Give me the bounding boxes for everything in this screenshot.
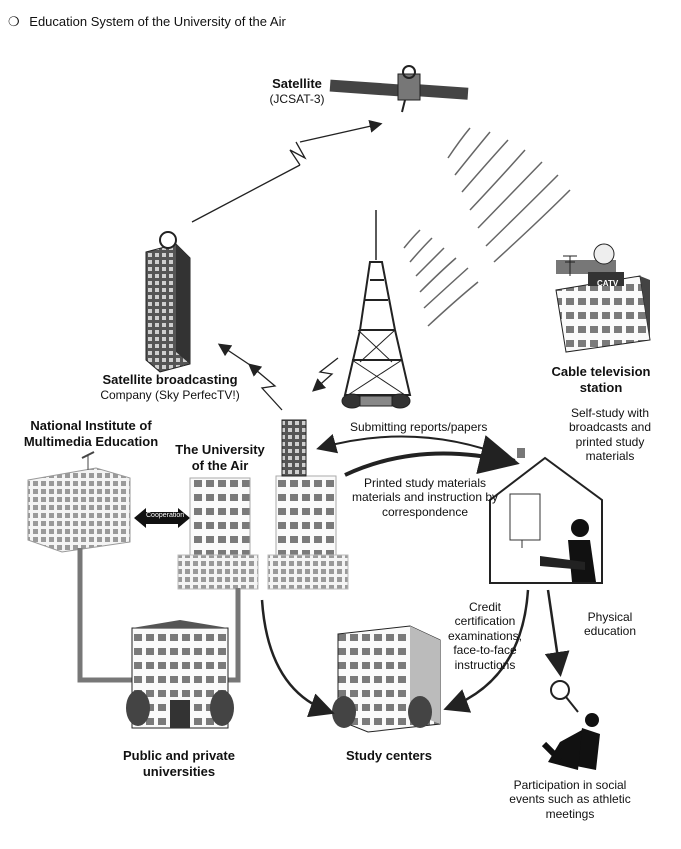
- credit-label: Credit certification examinations, face-…: [440, 600, 530, 672]
- university-buildings-icon: [177, 419, 349, 590]
- nime-building-icon: [27, 451, 131, 553]
- printed-line1: Printed study materials: [363, 476, 487, 490]
- credit-line2: certification: [454, 614, 516, 629]
- nime-line2: Multimedia Education: [23, 433, 159, 449]
- broadcast-waves-icon: [403, 127, 571, 327]
- submitting-label: Submitting reports/papers: [350, 420, 488, 434]
- cooperation-label: Cooperation: [146, 512, 185, 519]
- broadcasting-building-icon: [145, 231, 191, 373]
- diagram-title: ❍ Education System of the University of …: [8, 14, 286, 30]
- study-center-arrows: [260, 589, 570, 718]
- participation-label: Participation in social events such as a…: [490, 778, 650, 821]
- participation-line1: Participation in social: [513, 778, 627, 792]
- participation-line3: meetings: [545, 806, 595, 821]
- participation-line2: events such as athletic: [509, 792, 631, 807]
- athlete-icon: [541, 680, 600, 770]
- self-study-line2: broadcasts and: [568, 420, 652, 435]
- home-icon: [489, 448, 603, 584]
- public-private-university-icon: [126, 620, 234, 729]
- satellite-name: Satellite: [272, 76, 322, 91]
- self-study-line1: Self-study with: [570, 406, 650, 420]
- credit-line4: face-to-face: [453, 643, 517, 658]
- catv-sign: CATV: [597, 279, 619, 288]
- cable-tv-label: Cable television station: [538, 364, 664, 395]
- printed-label: Printed study materials materials and in…: [350, 476, 500, 519]
- study-centers-label: Study centers: [346, 748, 432, 763]
- printed-line3: correspondence: [381, 504, 469, 519]
- university-label: The University of the Air: [170, 442, 270, 473]
- satellite-icon: [329, 65, 469, 113]
- cable-tv-line1: Cable television: [551, 364, 651, 379]
- tower-signal-arrow: [217, 343, 339, 411]
- cable-tv-line2: station: [579, 379, 623, 395]
- credit-line3: examinations,: [447, 628, 523, 643]
- broadcasting-name: Satellite broadcasting: [102, 372, 238, 387]
- public-private-line1: Public and private: [123, 748, 235, 763]
- title-text: Education System of the University of th…: [29, 14, 286, 29]
- physical-line1: Physical: [587, 610, 633, 624]
- physical-label: Physical education: [570, 610, 650, 639]
- transmission-tower-icon: [341, 210, 412, 409]
- correspondence-arrows: [316, 434, 520, 477]
- self-study-line4: materials: [585, 449, 635, 464]
- satellite-label: Satellite (JCSAT-3): [262, 76, 332, 106]
- self-study-line3: printed study: [575, 434, 645, 449]
- broadcasting-sub: Company (Sky PerfecTV!): [100, 387, 240, 402]
- title-bullet-icon: ❍: [8, 14, 20, 29]
- broadcasting-label: Satellite broadcasting Company (Sky Perf…: [82, 372, 258, 402]
- cable-tv-station-icon: [555, 243, 651, 353]
- university-line2: of the Air: [191, 457, 249, 473]
- physical-line2: education: [583, 624, 637, 639]
- self-study-label: Self-study with broadcasts and printed s…: [550, 406, 670, 464]
- public-private-line2: universities: [142, 763, 216, 779]
- nime-line1: National Institute of: [30, 418, 152, 433]
- public-private-label: Public and private universities: [104, 748, 254, 779]
- university-line1: The University: [175, 442, 265, 457]
- printed-line2: materials and instruction by: [351, 490, 499, 505]
- credit-line5: instructions: [454, 657, 516, 672]
- satellite-sub: (JCSAT-3): [269, 91, 325, 106]
- credit-line1: Credit: [468, 600, 501, 614]
- uplink-arrow: [191, 119, 383, 223]
- cooperation-double-arrow: [134, 508, 190, 528]
- study-center-building-icon: [332, 625, 441, 733]
- nime-label: National Institute of Multimedia Educati…: [6, 418, 176, 449]
